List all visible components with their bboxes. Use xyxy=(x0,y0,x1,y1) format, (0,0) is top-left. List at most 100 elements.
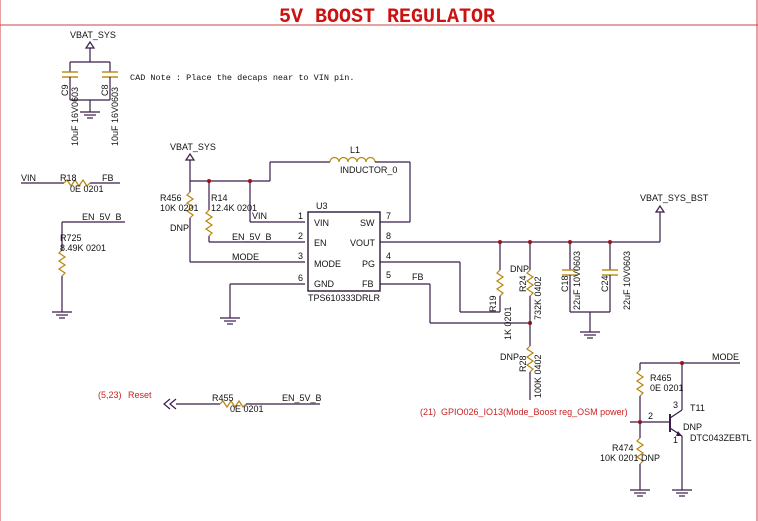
r18-section: VIN R18 0E 0201 FB xyxy=(21,173,120,194)
pin-number: 7 xyxy=(386,211,391,221)
r456-resistor xyxy=(185,191,195,219)
c8-ref: C8 xyxy=(100,84,110,96)
net-label-mode: MODE xyxy=(712,352,739,362)
pin-name: GND xyxy=(314,279,335,289)
r474-dnp: DNP xyxy=(641,453,660,463)
pin-name: VOUT xyxy=(350,238,376,248)
pin-name: EN xyxy=(314,238,327,248)
pin-name: FB xyxy=(362,279,374,289)
t11-pin1: 1 xyxy=(673,435,678,445)
r14-resistor xyxy=(204,209,214,237)
input-pullup-section: VBAT_SYS R456 10K 0201 DNP R14 12.4K 020… xyxy=(160,142,330,325)
pin-name: VIN xyxy=(314,218,329,228)
pin-number: 2 xyxy=(298,231,303,241)
r455-ref: R455 xyxy=(212,393,234,403)
r19-resistor xyxy=(495,269,505,297)
r18-resistor xyxy=(63,178,91,188)
ic-part: TPS610333DRLR xyxy=(308,293,381,303)
pin-net-mode: MODE xyxy=(232,252,259,262)
c8-value: 10uF 16V0603 xyxy=(110,87,120,146)
r19-ref: R19 xyxy=(488,295,498,312)
reset-section: (5,23) Reset R455 0E 0201 EN_5V_B xyxy=(98,390,322,414)
net-label-vbat-sys-mid: VBAT_SYS xyxy=(170,142,216,152)
net-label-fb: FB xyxy=(102,173,114,183)
c24-ref: C24 xyxy=(600,275,610,292)
r456-value: 10K 0201 xyxy=(160,203,199,213)
pin-number: 4 xyxy=(386,251,391,261)
c18-value: 22uF 10V0603 xyxy=(572,251,582,310)
output-network: VBAT_SYS_BST R19 1K 0201 FB DNP R24 732K… xyxy=(380,193,709,400)
c9-value: 10uF 16V0603 xyxy=(70,87,80,146)
r14-ref: R14 xyxy=(211,193,228,203)
t11-part: DTC043ZEBTL xyxy=(690,433,752,443)
r14-value: 12.4K 0201 xyxy=(211,203,257,213)
pin-net-fb: FB xyxy=(412,272,424,282)
pin-number: 6 xyxy=(298,273,303,283)
r24-ref: R24 xyxy=(518,275,528,292)
ground-icon xyxy=(220,317,240,325)
r465-resistor xyxy=(635,369,645,397)
offpage-connector-icon xyxy=(163,398,177,410)
net-label-vbat-sys-bst: VBAT_SYS_BST xyxy=(640,193,709,203)
r28-value: 100K 0402 xyxy=(533,354,543,398)
pin-net-vin: VIN xyxy=(252,211,267,221)
cad-note: CAD Note : Place the decaps near to VIN … xyxy=(130,73,354,83)
r28-dnp: DNP xyxy=(500,352,519,362)
net-label-en-5v-b: EN_5V_B xyxy=(82,212,122,222)
net-label-en-5v-b-bottom: EN_5V_B xyxy=(282,393,322,403)
ic-u3: U3 TPS610333DRLR VIN 1 EN 2 MODE 3 GND 6… xyxy=(298,201,391,303)
ic-ref: U3 xyxy=(316,201,328,211)
gpio-label: GPIO026_IO13(Mode_Boost reg_OSM power) xyxy=(441,407,628,417)
pin-number: 1 xyxy=(298,211,303,221)
pin-number: 5 xyxy=(386,270,391,280)
power-flag-icon xyxy=(654,204,666,213)
r18-value: 0E 0201 xyxy=(70,184,104,194)
ground-icon xyxy=(672,489,692,497)
t11-ref: T11 xyxy=(690,403,705,413)
r474-value: 10K 0201 xyxy=(600,453,639,463)
pin-name: MODE xyxy=(314,259,341,269)
net-label-vin: VIN xyxy=(21,173,36,183)
r456-dnp: DNP xyxy=(170,223,189,233)
schematic-title: 5V BOOST REGULATOR xyxy=(279,6,495,29)
r725-resistor xyxy=(57,249,67,277)
ground-icon xyxy=(580,331,600,339)
ground-icon xyxy=(630,489,650,497)
c24-value: 22uF 10V0603 xyxy=(622,251,632,310)
npn-transistor-icon xyxy=(669,363,683,490)
l1-ref: L1 xyxy=(350,145,360,155)
r456-ref: R456 xyxy=(160,193,182,203)
t11-pin3: 3 xyxy=(673,400,678,410)
ic-body xyxy=(307,211,381,292)
r24-value: 732K 0402 xyxy=(533,276,543,320)
net-label-vbat-sys-top: VBAT_SYS xyxy=(70,30,116,40)
r474-ref: R474 xyxy=(612,443,634,453)
r28-resistor xyxy=(525,345,535,373)
pin-number: 3 xyxy=(298,251,303,261)
r24-dnp: DNP xyxy=(510,264,529,274)
inductor-l1: L1 INDUCTOR_0 xyxy=(329,145,411,223)
r725-ref: R725 xyxy=(60,233,82,243)
r24-resistor xyxy=(525,269,535,297)
l1-value: INDUCTOR_0 xyxy=(340,165,397,175)
mode-control-section: MODE R465 0E 0201 (21) GPIO026_IO13(Mode… xyxy=(420,352,752,497)
r465-value: 0E 0201 xyxy=(650,383,684,393)
reset-ref: (5,23) xyxy=(98,390,122,400)
r474-resistor xyxy=(635,437,645,465)
pin-net-en: EN_5V_B xyxy=(232,232,272,242)
t11-dnp: DNP xyxy=(683,422,702,432)
inductor-coil xyxy=(329,156,376,163)
pin-name: SW xyxy=(360,218,375,228)
r18-ref: R18 xyxy=(60,173,77,183)
ground-icon xyxy=(80,111,100,119)
r455-value: 0E 0201 xyxy=(230,404,264,414)
c18-ref: C18 xyxy=(560,275,570,292)
pin-name: PG xyxy=(362,259,375,269)
power-flag-icon xyxy=(84,40,96,49)
r725-section: EN_5V_B R725 8.49K 0201 xyxy=(52,212,125,319)
decap-section: VBAT_SYS C9 10uF 16V0603 C8 10uF 16V0603 xyxy=(60,30,120,146)
r28-ref: R28 xyxy=(518,355,528,372)
r465-ref: R465 xyxy=(650,373,672,383)
